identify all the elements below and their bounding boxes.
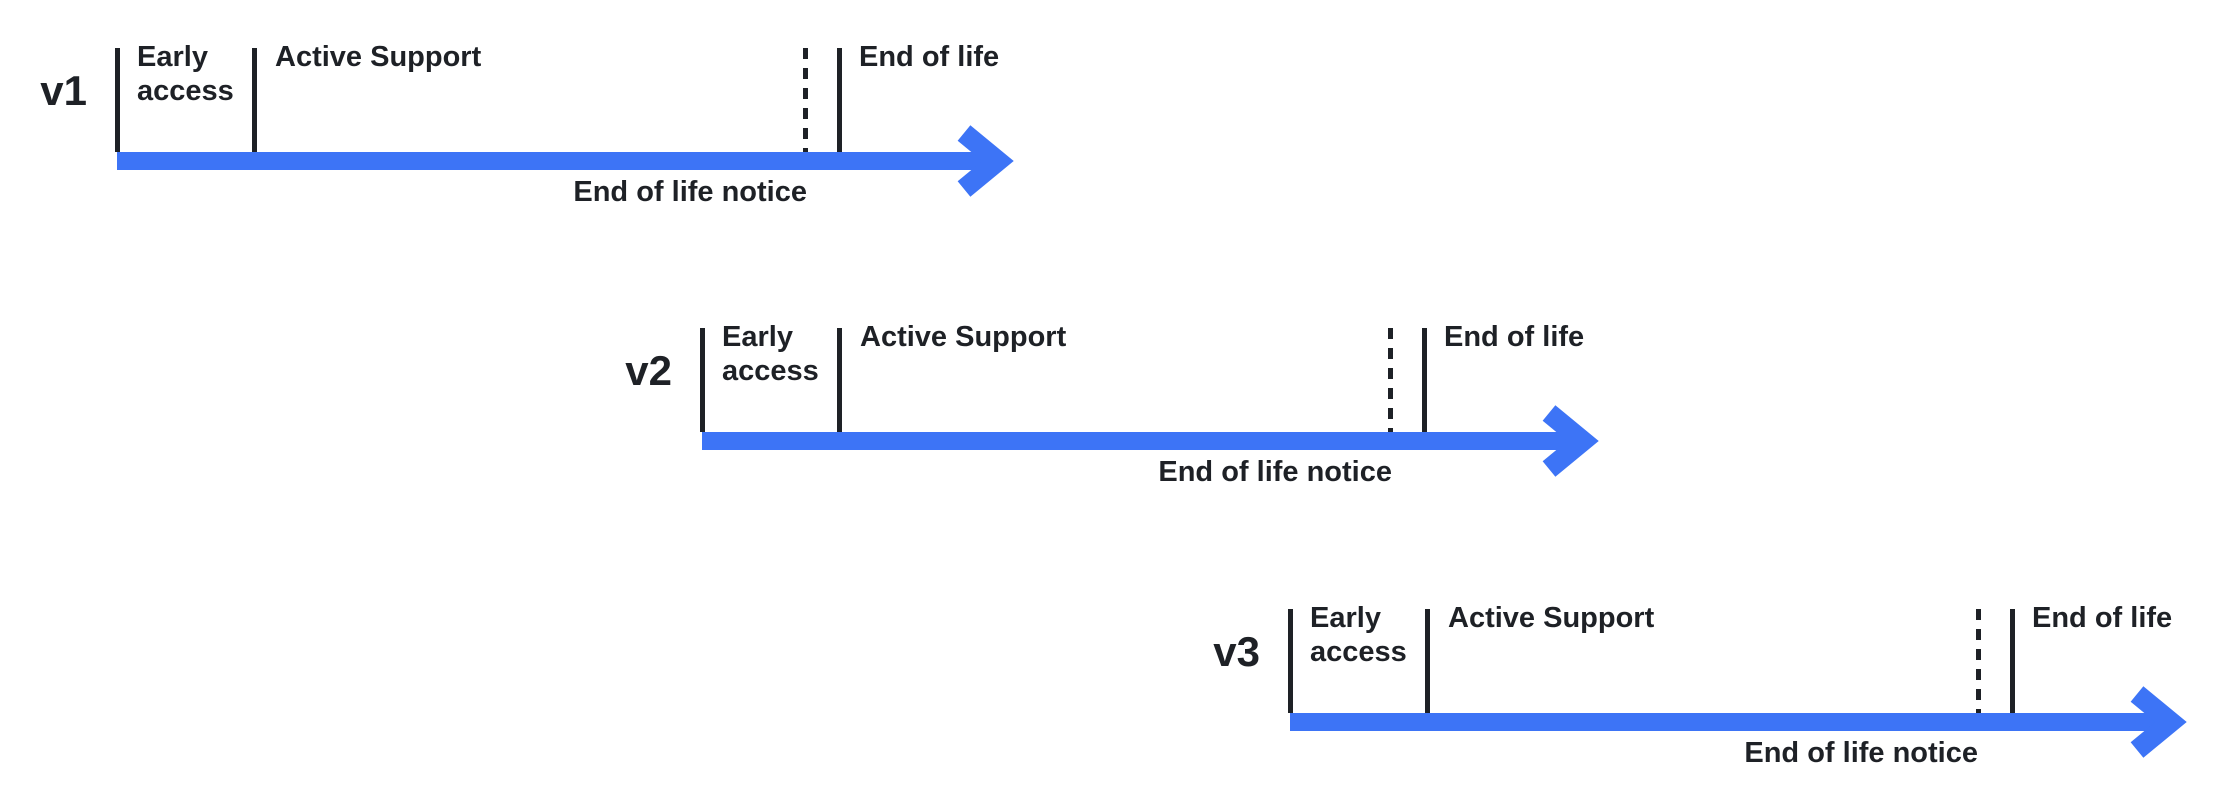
version-label: v1 bbox=[40, 67, 87, 114]
timeline-bar bbox=[117, 152, 987, 170]
end-of-life-tick bbox=[837, 48, 842, 152]
phase-label-early-access: Early access bbox=[1310, 602, 1407, 668]
early-access-start-tick bbox=[1288, 609, 1293, 713]
version-label: v2 bbox=[625, 347, 672, 394]
active-support-start-tick bbox=[252, 48, 257, 152]
end-of-life-tick bbox=[2010, 609, 2015, 713]
arrowhead-icon bbox=[1542, 405, 1599, 477]
phase-label-active-support: Active Support bbox=[1448, 602, 1655, 634]
phase-label-active-support: Active Support bbox=[275, 41, 482, 73]
eol-notice-label: End of life notice bbox=[1158, 456, 1392, 488]
active-support-start-tick bbox=[837, 328, 842, 432]
phase-label-active-support: Active Support bbox=[860, 321, 1067, 353]
eol-notice-dashed-line bbox=[1976, 609, 1981, 713]
early-access-start-tick bbox=[700, 328, 705, 432]
active-support-start-tick bbox=[1425, 609, 1430, 713]
eol-notice-label: End of life notice bbox=[1744, 737, 1978, 769]
arrowhead-icon bbox=[2130, 686, 2187, 758]
end-of-life-tick bbox=[1422, 328, 1427, 432]
early-access-start-tick bbox=[115, 48, 120, 152]
phase-label-early-access: Early access bbox=[722, 321, 819, 387]
timeline-bar bbox=[702, 432, 1572, 450]
timeline-bar bbox=[1290, 713, 2160, 731]
eol-notice-dashed-line bbox=[1388, 328, 1393, 432]
phase-label-end-of-life: End of life bbox=[2032, 602, 2173, 634]
version-label: v3 bbox=[1213, 628, 1260, 675]
eol-notice-dashed-line bbox=[803, 48, 808, 152]
eol-notice-label: End of life notice bbox=[573, 176, 807, 208]
phase-label-end-of-life: End of life bbox=[859, 41, 1000, 73]
phase-label-early-access: Early access bbox=[137, 41, 234, 107]
phase-label-end-of-life: End of life bbox=[1444, 321, 1585, 353]
arrowhead-icon bbox=[957, 125, 1014, 197]
